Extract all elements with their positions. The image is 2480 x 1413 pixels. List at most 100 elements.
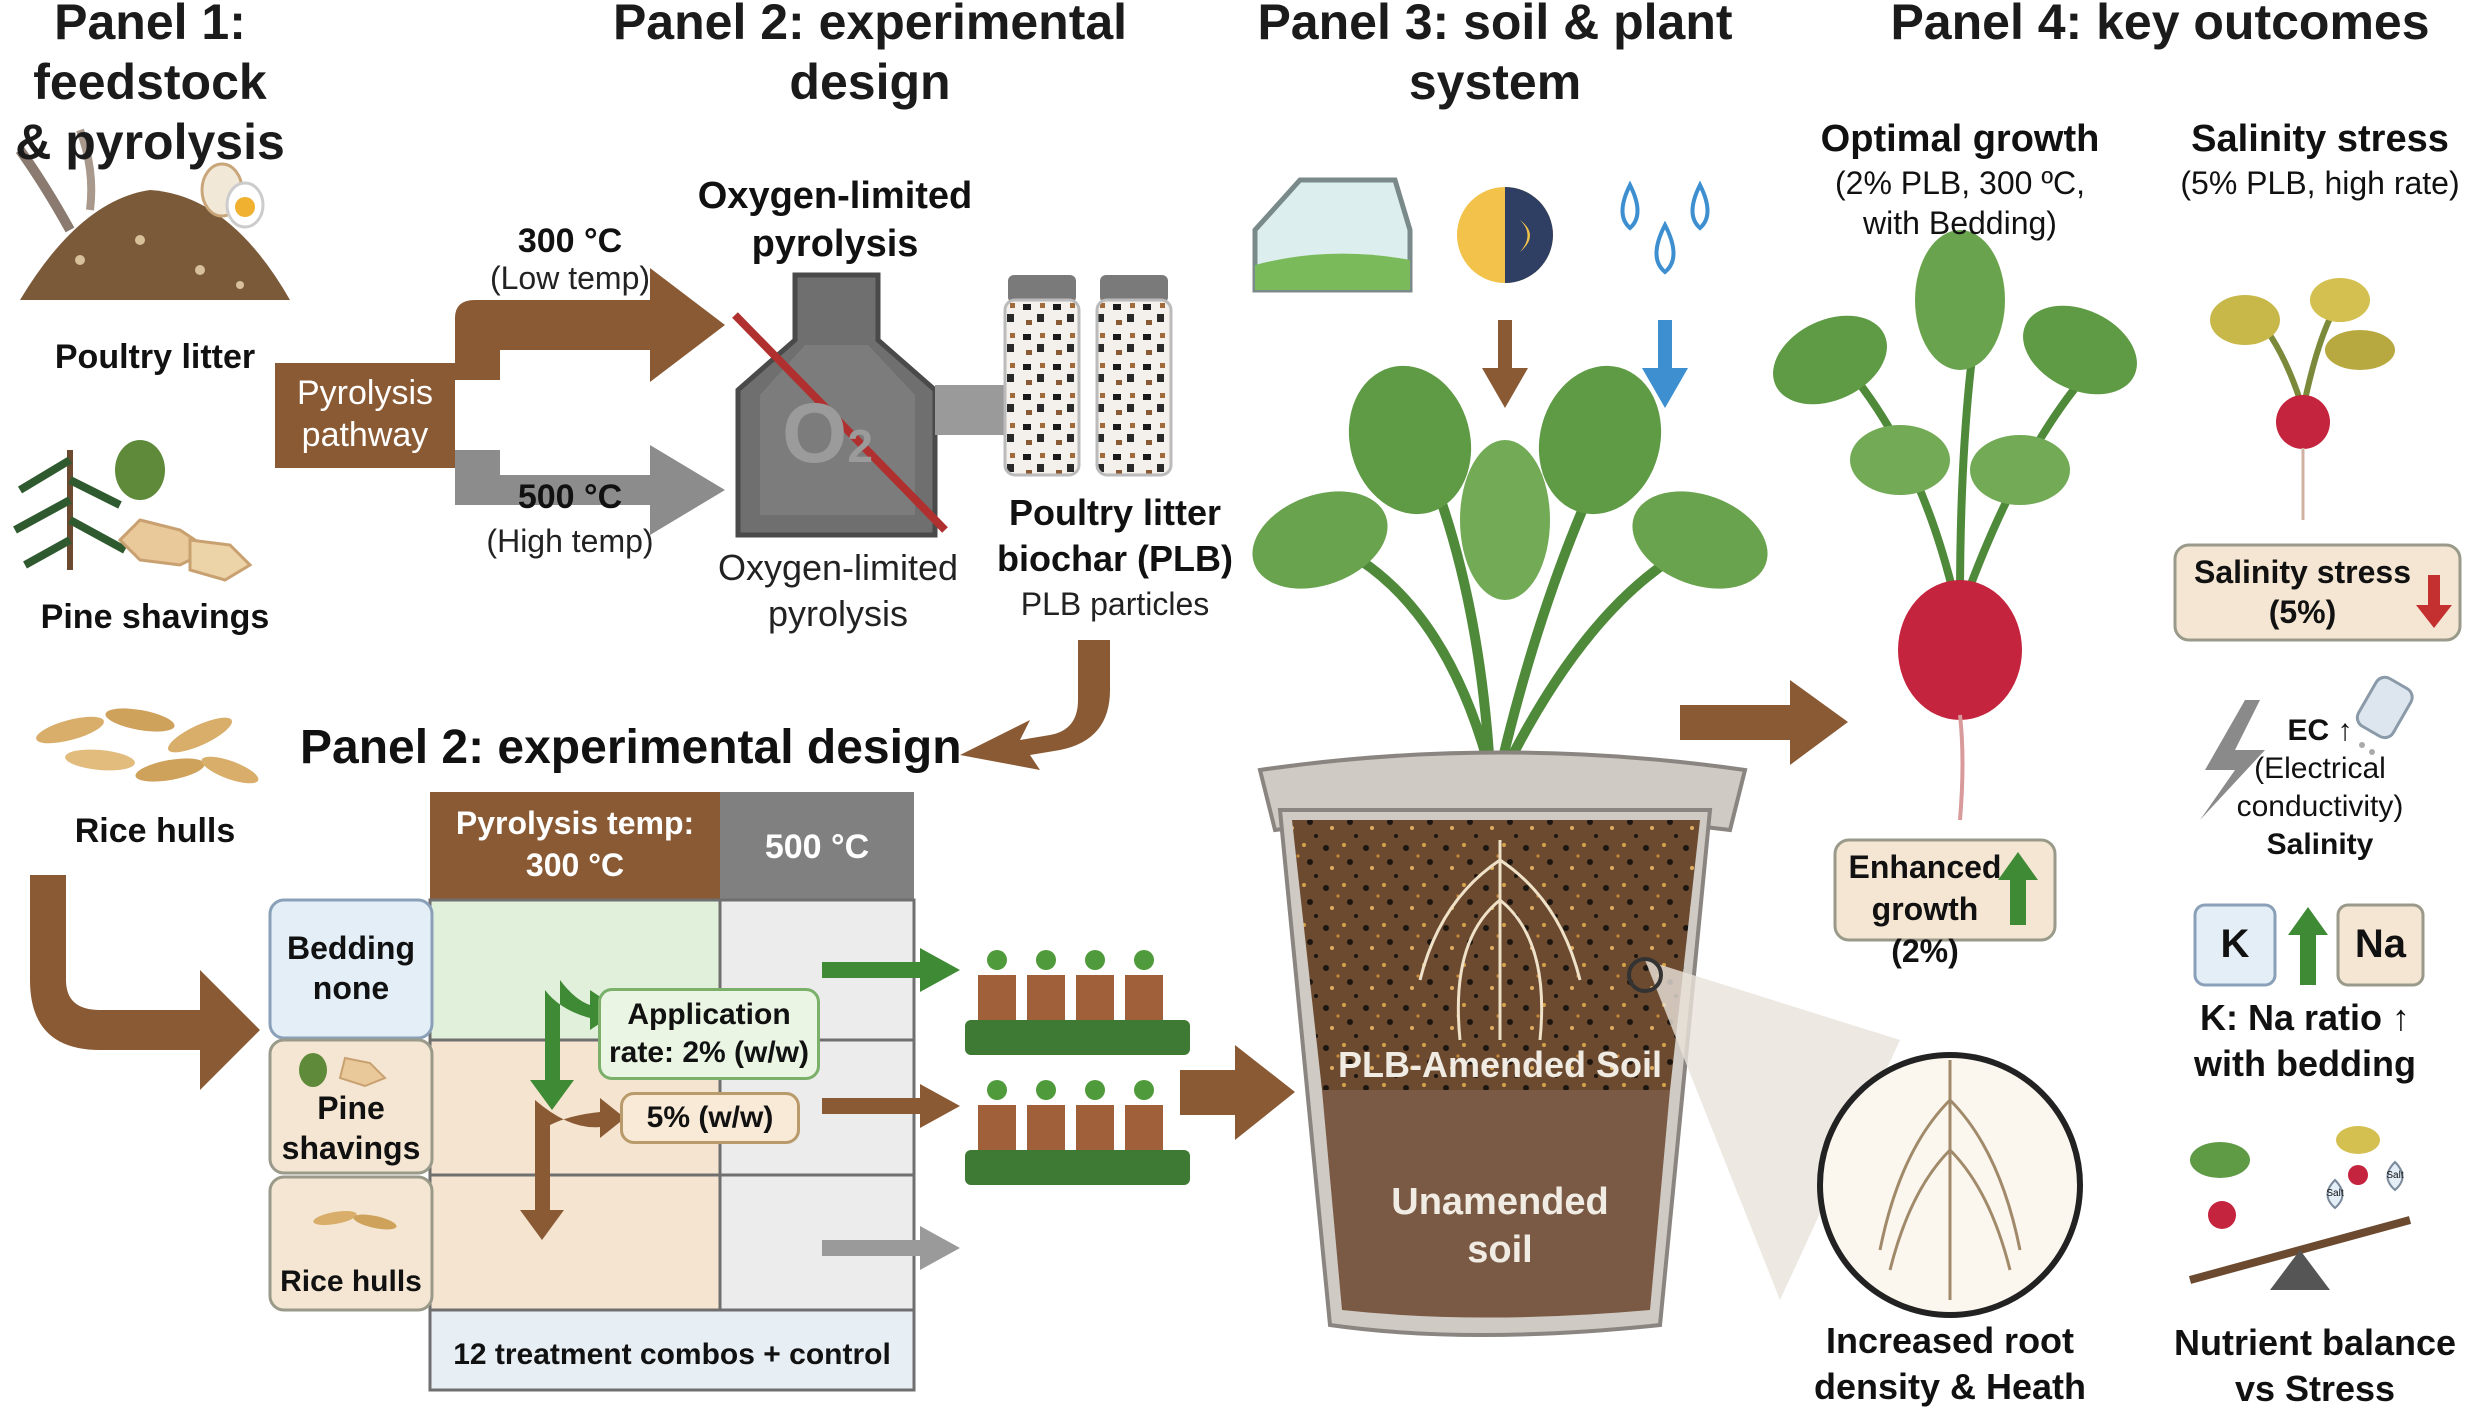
reactor-to-jar-connector <box>935 385 1005 435</box>
reactor-title-line2: pyrolysis <box>751 223 919 265</box>
salinity-box-line2: (5%) <box>2268 594 2337 630</box>
arrow-500 <box>455 445 725 535</box>
reactor-title: Oxygen-limited pyrolysis <box>680 172 990 268</box>
optimal-sub-line2: with Bedding) <box>1863 205 2057 241</box>
pine-shavings-label: Pine shavings <box>40 598 270 636</box>
balance-scale-icon <box>2188 1126 2412 1290</box>
biochar-label: Poultry litter biochar (PLB) <box>985 490 1245 582</box>
salinity-box-bg <box>2173 543 2462 642</box>
pot <box>1257 750 1748 1337</box>
arrow-300 <box>455 268 725 382</box>
panel3-title-line1: Panel 3: soil & plant <box>1257 0 1733 50</box>
arrow-to-tray-5 <box>822 1084 960 1128</box>
water-drops-icon <box>1620 180 1710 275</box>
enhanced-line1: Enhanced <box>1848 849 2002 885</box>
optimal-sub: (2% PLB, 300 ºC, with Bedding) <box>1780 163 2140 243</box>
unamended-soil-label: Unamended soil <box>1350 1178 1650 1274</box>
low-temp-label: 300 °C <box>517 222 623 260</box>
reactor-caption-line1: Oxygen-limited <box>717 547 959 588</box>
na-label: Na <box>2354 922 2407 966</box>
roots <box>1418 840 1582 1041</box>
balance-label: Nutrient balance vs Stress <box>2150 1320 2480 1412</box>
enhanced-label: Enhanced growth (2%) <box>1835 846 2015 972</box>
sun-moon-icon <box>1457 187 1553 283</box>
k-na-ratio-label: K: Na ratio ↑ with bedding <box>2140 995 2470 1087</box>
ec-line1: EC ↑ <box>2287 714 2353 747</box>
row-label-none: Bedding none <box>270 928 432 1008</box>
lightning-icon <box>2200 700 2265 820</box>
row-none-line1: Bedding <box>287 930 415 966</box>
table-header-300 <box>430 792 720 900</box>
balance-line2: vs Stress <box>2234 1368 2396 1409</box>
low-temp-note: (Low temp) <box>489 260 651 296</box>
application-rate-box: Application rate: 2% (w/w) <box>598 988 820 1080</box>
col-header-300-line2: 300 °C <box>525 847 625 883</box>
enhanced-line2: growth (2%) <box>1871 891 1979 969</box>
panel1-title-line1: Panel 1: feedstock <box>33 0 267 110</box>
reactor-caption-line2: pyrolysis <box>767 593 909 634</box>
panel4-title: Panel 4: key outcomes <box>1860 0 2460 52</box>
unamended-line2: soil <box>1467 1229 1533 1271</box>
panel3-title: Panel 3: soil & plant system <box>1235 0 1755 112</box>
o2-symbol: O2 <box>782 385 912 482</box>
pine-shavings-icon <box>13 440 253 582</box>
sun-down-arrow <box>1482 320 1528 408</box>
o2-letter: O <box>782 386 848 480</box>
root-line1: Increased root <box>1825 1320 2075 1361</box>
greenhouse-icon <box>1252 177 1413 293</box>
salt-label-2: Salt <box>2386 1170 2404 1181</box>
balance-line1: Nutrient balance <box>2173 1322 2457 1363</box>
reactor-title-line1: Oxygen-limited <box>697 175 973 217</box>
amended-soil-label: PLB-Amended Soil <box>1337 1044 1663 1085</box>
rate-line2: rate: 2% (w/w) <box>608 1036 810 1069</box>
biochar-to-design-arrow <box>960 640 1110 770</box>
seedling-tray-top <box>965 950 1190 1055</box>
row-label-bg-rice <box>268 1175 434 1312</box>
panel2-title: Panel 2: experimental design <box>590 0 1150 112</box>
rate-5-box: 5% (w/w) <box>620 1092 800 1144</box>
optimal-title: Optimal growth <box>1820 118 2100 160</box>
pathway-line2: pathway <box>301 416 429 454</box>
reactor-caption: Oxygen-limited pyrolysis <box>698 545 978 637</box>
ec-line3: conductivity) <box>2236 790 2404 823</box>
salt-label-1: Salt <box>2326 1188 2344 1199</box>
panel4-title-line: Panel 4: key outcomes <box>1890 0 2430 50</box>
pyrolysis-pathway-label: Pyrolysis pathway <box>275 372 455 456</box>
pathway-line1: Pyrolysis <box>296 374 434 412</box>
radish-stressed-icon <box>2210 278 2395 520</box>
pot-to-outcome-arrow <box>1680 680 1848 765</box>
plb-particles-label: PLB particles <box>1020 586 1210 622</box>
water-down-arrow <box>1642 320 1688 408</box>
reactor-icon <box>732 272 948 538</box>
high-temp-label: 500 °C <box>517 478 623 516</box>
k-na-up-arrow <box>2288 907 2328 985</box>
biochar-line1: Poultry litter <box>1008 492 1222 533</box>
unamended-line1: Unamended <box>1391 1181 1609 1223</box>
salinity-box-label: Salinity stress (5%) <box>2175 552 2430 632</box>
root-label: Increased root density & Heath <box>1800 1318 2100 1410</box>
arrow-to-tray-3 <box>822 1226 960 1270</box>
na-box-bg <box>2336 903 2425 987</box>
optimal-sub-line1: (2% PLB, 300 ºC, <box>1834 165 2086 201</box>
arrow-to-tray-2 <box>822 948 960 992</box>
col-header-300-line1: Pyrolysis temp: <box>455 805 695 841</box>
poultry-litter-pile-icon <box>15 128 290 300</box>
ec-line2: (Electrical <box>2254 752 2386 785</box>
rate-line1: Application <box>627 998 791 1031</box>
k-label: K <box>2220 922 2250 966</box>
o2-subscript: 2 <box>847 420 873 472</box>
radish-optimal-icon <box>1773 230 2137 821</box>
root-magnifier <box>1627 957 2083 1318</box>
salinity-title: Salinity stress <box>2191 118 2449 160</box>
biochar-jars-icon <box>1003 275 1173 477</box>
ec-label: EC ↑ (Electrical conductivity) Salinity <box>2200 712 2440 864</box>
table-header-500 <box>720 792 914 900</box>
row-label-rice: Rice hulls <box>280 1265 422 1298</box>
up-arrow-green <box>1998 852 2038 925</box>
k-box-bg <box>2193 903 2277 987</box>
panel2-title-line1: Panel 2: experimental <box>612 0 1128 50</box>
root-line2: density & Heath <box>1813 1366 2087 1407</box>
poultry-litter-label: Poultry litter <box>54 338 256 376</box>
trays-to-pot-arrow <box>1180 1045 1295 1140</box>
row-none-line2: none <box>312 970 390 1006</box>
